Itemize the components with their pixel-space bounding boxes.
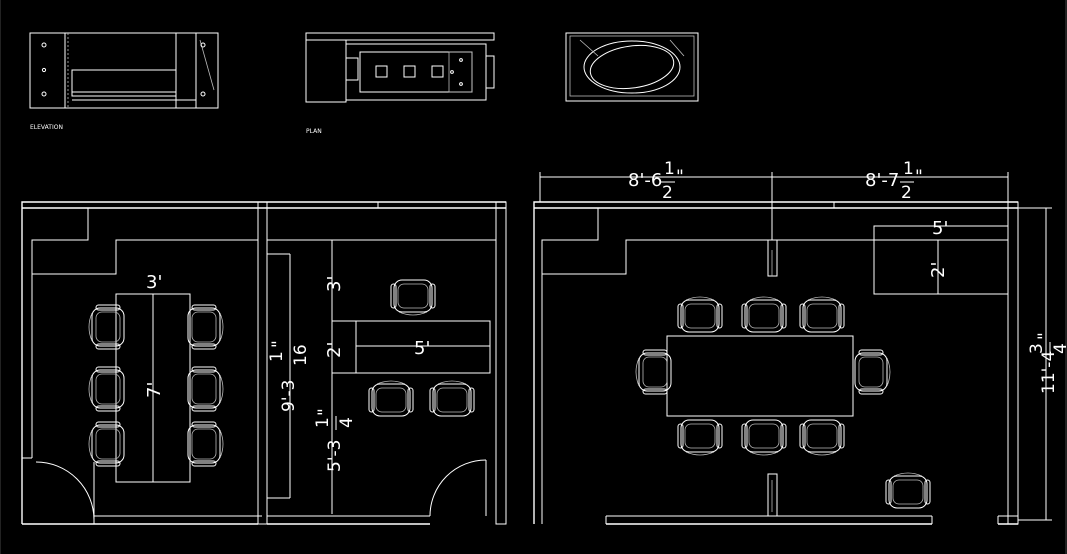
svg-text:4: 4 — [1051, 343, 1067, 354]
middle-desk-width-dim: 5' — [414, 338, 430, 359]
svg-text:1: 1 — [267, 351, 287, 362]
svg-text:2: 2 — [662, 183, 673, 203]
right-left-span-dim: 8'-6 1 2 " — [628, 159, 684, 203]
svg-text:3: 3 — [1027, 343, 1047, 354]
right-room-cabinet — [873, 225, 1009, 295]
right-room-chairs — [635, 296, 931, 509]
left-room-walls — [21, 201, 506, 525]
elevation-title: ELEVATION — [30, 124, 63, 131]
svg-text:8'-7: 8'-7 — [865, 170, 899, 191]
svg-text:": " — [315, 408, 335, 416]
left-table-length-dim: 7' — [144, 382, 165, 398]
svg-text:": " — [1035, 332, 1055, 340]
right-room-walls — [533, 201, 1019, 525]
right-room-dim-lines — [539, 172, 1052, 521]
svg-text:": " — [269, 340, 289, 348]
svg-text:16: 16 — [291, 344, 311, 366]
middle-lower-height-dim: 5'-3 1 4 " — [313, 408, 357, 472]
elevation-detail — [29, 32, 219, 109]
svg-text:": " — [915, 167, 923, 187]
svg-text:2: 2 — [901, 183, 912, 203]
middle-room-door — [429, 459, 487, 517]
middle-desk-depth-dim: 2' — [324, 342, 345, 358]
left-room-table — [115, 293, 191, 483]
svg-text:9'-3: 9'-3 — [279, 380, 299, 412]
middle-room-walls — [267, 201, 507, 525]
right-cabinet-depth-dim: 2' — [928, 262, 949, 278]
right-cabinet-width-dim: 5' — [932, 218, 948, 239]
svg-text:8'-6: 8'-6 — [628, 170, 662, 191]
basin-detail — [565, 32, 699, 102]
right-room-partitions — [767, 239, 778, 517]
plan-title: PLAN — [306, 128, 322, 135]
left-table-width-dim: 3' — [146, 272, 162, 293]
plan-detail — [305, 32, 495, 103]
svg-text:4: 4 — [337, 417, 357, 428]
left-room-door — [35, 461, 95, 524]
svg-text:11'-4: 11'-4 — [1039, 351, 1059, 394]
svg-text:1: 1 — [903, 159, 914, 179]
svg-text:": " — [676, 167, 684, 187]
right-right-span-dim: 8'-7 1 2 " — [865, 159, 923, 203]
svg-text:1: 1 — [313, 417, 333, 428]
svg-text:1: 1 — [664, 159, 675, 179]
right-height-dim: 11'-4 3 4 " — [1027, 332, 1067, 394]
left-room-height-dim: 9'-3 1 16 " — [267, 340, 311, 412]
right-room-table — [666, 335, 854, 417]
middle-room-desk — [331, 320, 491, 374]
middle-clear-dim: 3' — [324, 276, 345, 292]
svg-text:5'-3: 5'-3 — [325, 440, 345, 472]
